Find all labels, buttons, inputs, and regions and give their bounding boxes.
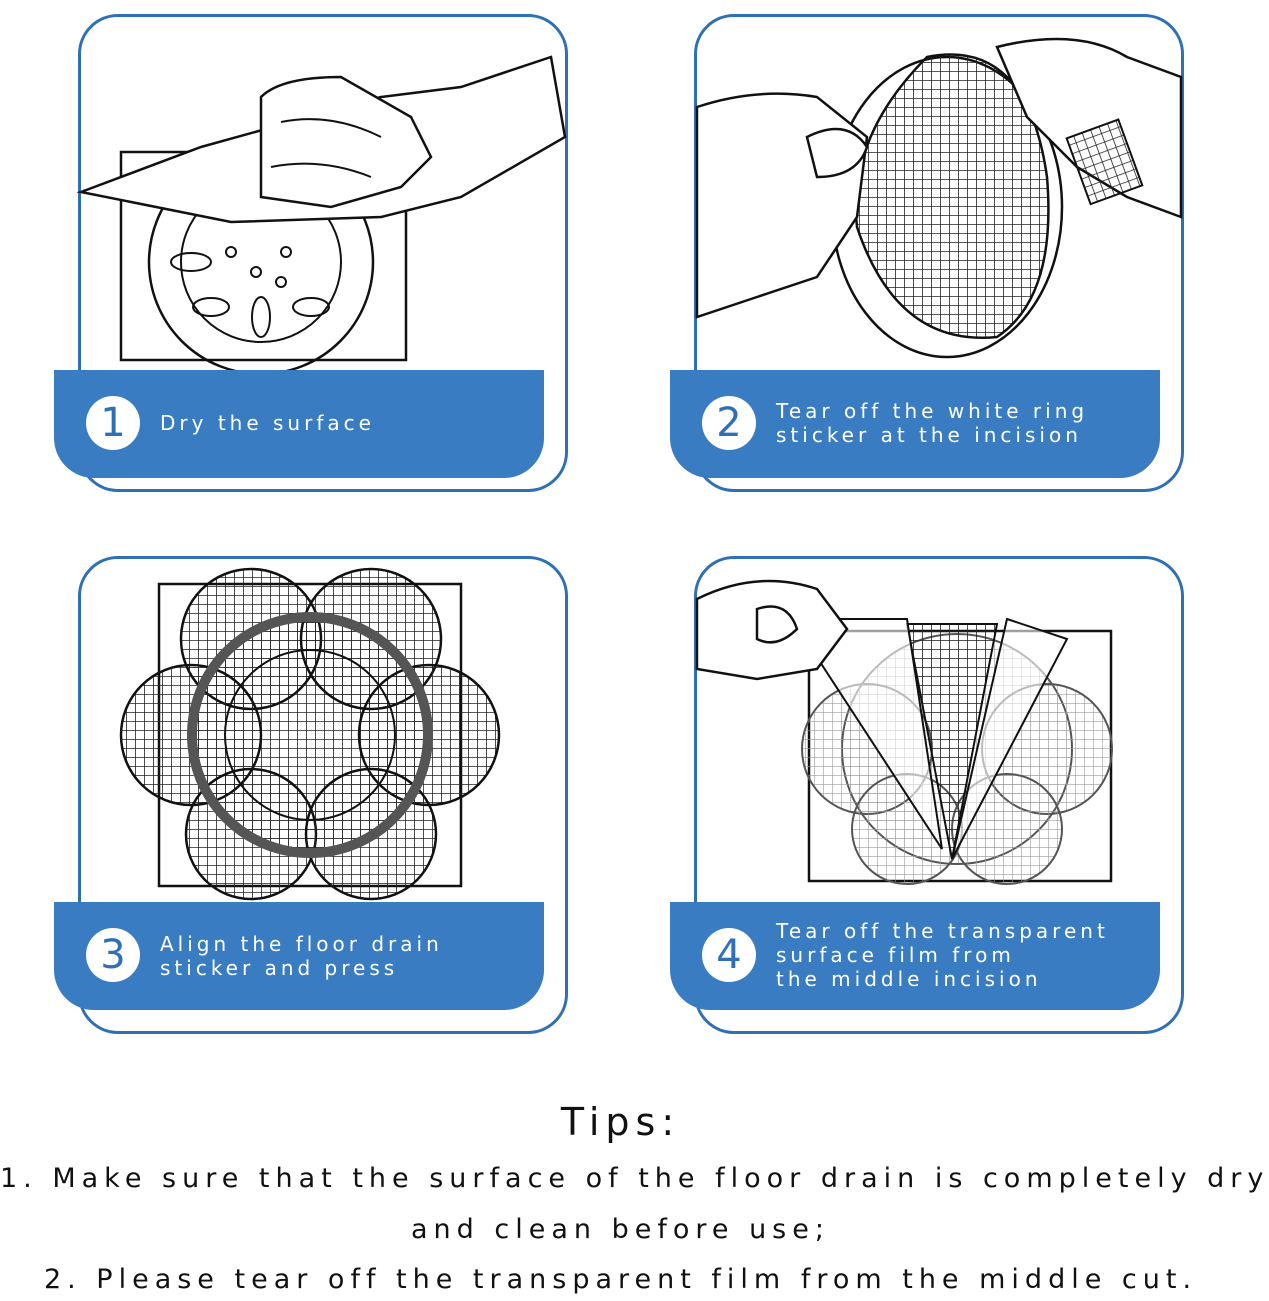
tear-ring-illustration: [695, 37, 1183, 359]
step-card-3: 3 Align the floor drain sticker and pres…: [54, 556, 568, 1034]
step-number-badge: 3: [86, 928, 140, 982]
step-card-4: 4 Tear off the transparent surface film …: [670, 556, 1184, 1034]
tips-title: Tips:: [560, 1100, 681, 1144]
step-number-badge: 4: [702, 928, 756, 982]
step-number-badge: 2: [702, 396, 756, 450]
align-sticker-illustration: [119, 567, 501, 901]
tear-film-illustration: [695, 579, 1113, 885]
step-banner-4: 4 Tear off the transparent surface film …: [670, 902, 1160, 1010]
tip-line-3: 2. Please tear off the transparent film …: [43, 1264, 1198, 1295]
step-label: Tear off the transparent surface film fr…: [776, 919, 1109, 991]
step-banner-2: 2 Tear off the white ring sticker at the…: [670, 370, 1160, 478]
step-label: Align the floor drain sticker and press: [160, 932, 443, 980]
tip-line-2: and clean before use;: [411, 1214, 830, 1245]
step-banner-3: 3 Align the floor drain sticker and pres…: [54, 902, 544, 1010]
step-label: Dry the surface: [160, 411, 375, 435]
step-label: Tear off the white ring sticker at the i…: [776, 399, 1089, 447]
step-banner-1: 1 Dry the surface: [54, 370, 544, 478]
tip-line-1: 1. Make sure that the surface of the flo…: [0, 1163, 1269, 1194]
dry-surface-illustration: [76, 55, 567, 376]
step-card-2: 2 Tear off the white ring sticker at the…: [670, 14, 1184, 492]
step-card-1: 1 Dry the surface: [54, 14, 568, 492]
step-number-badge: 1: [86, 396, 140, 450]
